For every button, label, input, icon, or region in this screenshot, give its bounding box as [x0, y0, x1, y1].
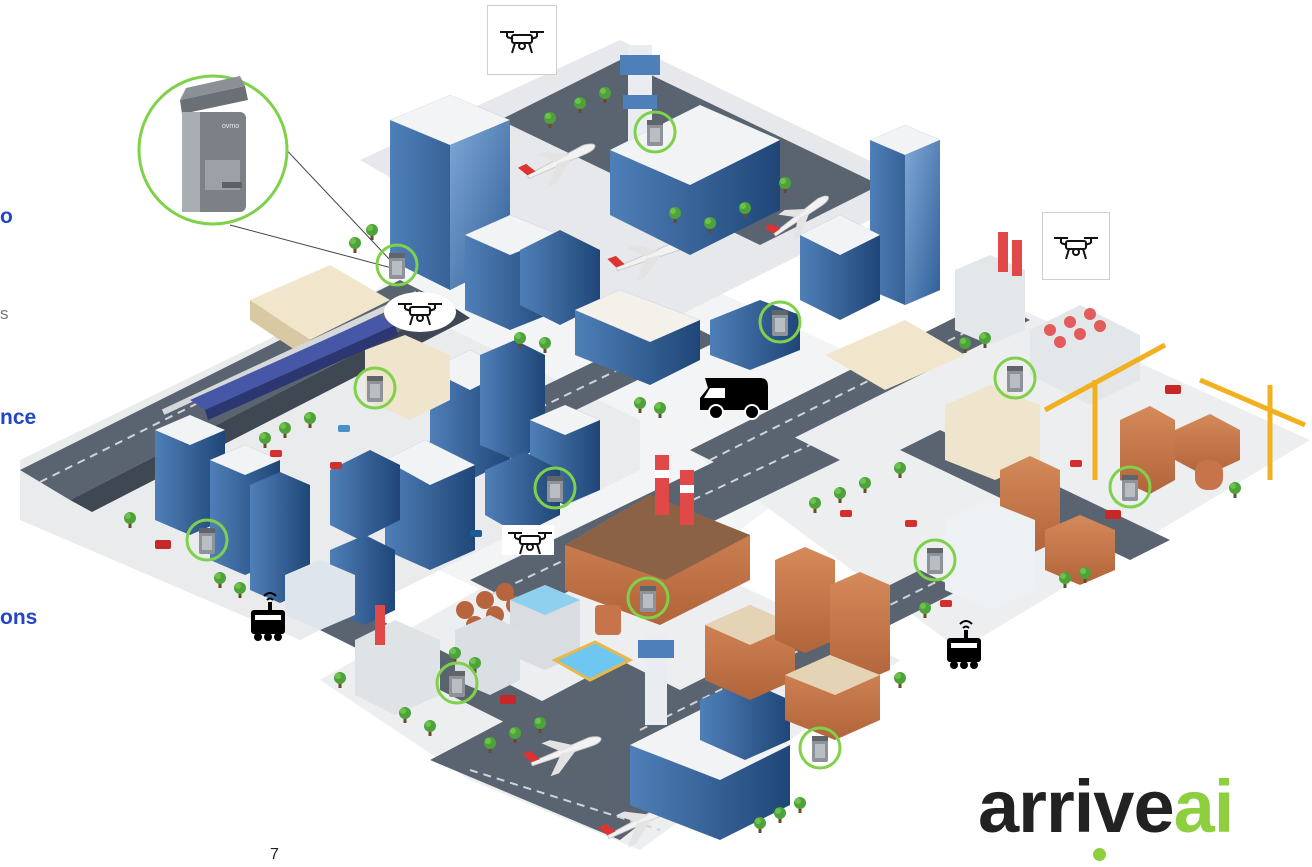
logo-word-ai: ai: [1173, 765, 1235, 848]
van-icon: [700, 378, 768, 420]
drone-card-right: [1042, 212, 1110, 280]
side-text-fragment-3: nce: [0, 406, 37, 429]
drone-icon: [1053, 237, 1099, 260]
logo-dot: [1093, 848, 1106, 861]
logo-word-arrive: arrive: [978, 765, 1175, 848]
side-text-fragment-4: ons: [0, 606, 38, 629]
device-brand-label: ovmo: [222, 123, 239, 130]
arrive-ai-logo: arriveai: [978, 770, 1234, 844]
side-text-fragment-1: o: [0, 205, 13, 228]
page-number: 7: [270, 846, 279, 863]
edge-device-markers: [185, 110, 1152, 770]
edge-device-icon-large: [180, 76, 248, 212]
drone-card-top: [487, 5, 557, 75]
side-text-fragment-2: s: [0, 304, 9, 323]
drone-icon: [499, 31, 545, 54]
robot-cart-icon-left: [251, 592, 285, 641]
robot-cart-icon-right: [947, 620, 981, 669]
